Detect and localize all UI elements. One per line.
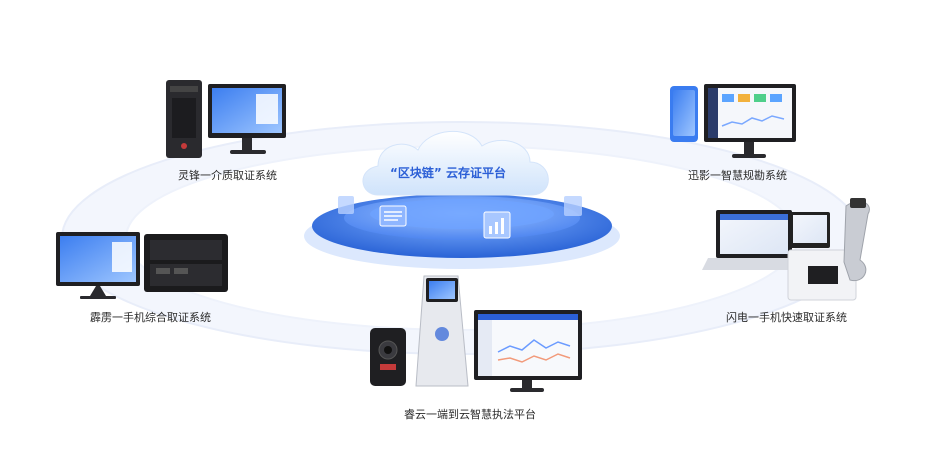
left-panel-icon <box>338 196 354 214</box>
node-label-smart-survey: 迅影一智慧规勘系统 <box>688 169 787 182</box>
device-end-to-cloud-platform <box>370 275 582 392</box>
node-label-media-forensics: 灵锋一介质取证系统 <box>178 169 277 182</box>
cloud-icon <box>362 131 549 196</box>
node-label-end-to-cloud: 睿云一端到云智慧执法平台 <box>404 408 536 421</box>
node-label-phone-rapid: 闪电一手机快速取证系统 <box>726 311 847 324</box>
chart-panel-icon <box>483 211 511 239</box>
document-icon <box>379 205 407 227</box>
central-platform <box>304 131 620 269</box>
device-phone-rapid-forensics <box>702 198 870 301</box>
device-smart-survey <box>670 84 796 158</box>
device-phone-comprehensive-forensics <box>56 232 228 299</box>
node-label-phone-comprehensive: 霹雳一手机综合取证系统 <box>90 311 211 324</box>
platform-title: “区块链” 云存证平台 <box>390 166 506 180</box>
device-media-forensics <box>166 80 286 158</box>
lock-panel-icon <box>564 196 582 216</box>
